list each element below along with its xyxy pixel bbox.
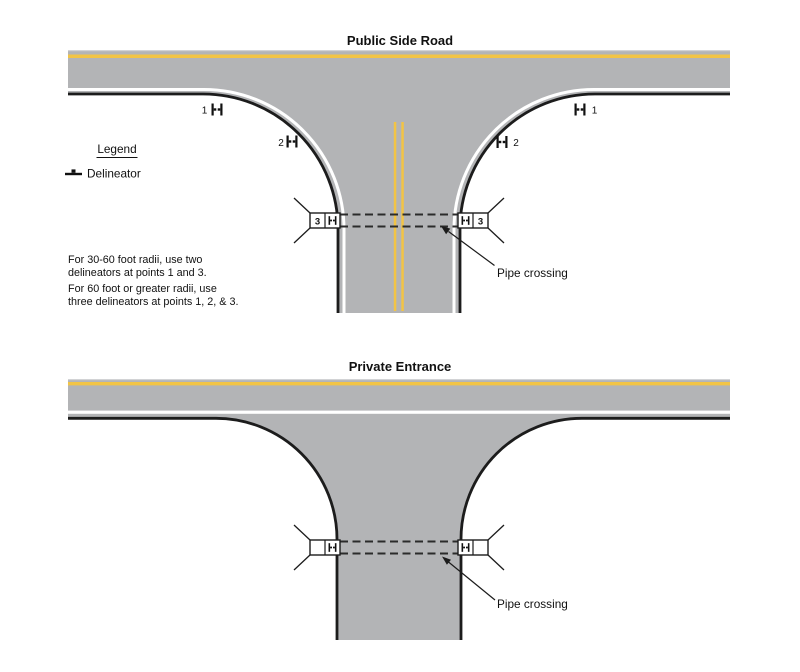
pipe-crossing-callout: Pipe crossing — [441, 226, 568, 280]
point3-marker-left: 3 — [293, 197, 341, 244]
arrowhead-icon — [441, 226, 451, 235]
pavement-edge-outline — [68, 416, 730, 640]
flared-end-lines — [487, 524, 505, 571]
legend: Legend Delineator — [65, 142, 141, 181]
pavement-edge-outline — [68, 92, 730, 313]
private-entrance-diagram: Private Entrance Pipe crossing — [68, 359, 730, 640]
callout-arrow-line — [448, 561, 496, 601]
public-side-road-title: Public Side Road — [347, 33, 453, 48]
callout-arrow-line — [448, 231, 495, 266]
double-yellow-centerline-left — [393, 122, 397, 311]
radius-notes: For 30-60 foot radii, use two delineator… — [68, 254, 238, 308]
point1-label: 1 — [592, 106, 598, 117]
pipe-crossing-label: Pipe crossing — [497, 266, 568, 280]
note1-line2: delineators at points 1 and 3. — [68, 267, 207, 279]
point3-marker-right: 3 — [457, 197, 505, 244]
point1-marker-right: 1 — [574, 103, 598, 117]
private-road-pavement — [68, 379, 730, 640]
pipe-crossing-callout: Pipe crossing — [442, 556, 568, 611]
delineator-icon — [496, 136, 508, 148]
yellow-edge-line — [68, 54, 730, 58]
private-entrance-title: Private Entrance — [349, 359, 452, 374]
delineator-marker-left — [293, 524, 341, 571]
point2-label: 2 — [513, 138, 519, 149]
point1-marker-left: 1 — [202, 103, 223, 117]
flared-end-lines — [293, 197, 311, 244]
point2-marker-left: 2 — [278, 135, 298, 149]
arrowhead-icon — [442, 556, 451, 565]
point2-label: 2 — [278, 138, 284, 149]
white-edge-line-straight — [68, 410, 730, 414]
point3-label: 3 — [478, 217, 483, 228]
legend-delineator-label: Delineator — [87, 167, 141, 181]
note1-line1: For 30-60 foot radii, use two — [68, 254, 202, 266]
note2-line1: For 60 foot or greater radii, use — [68, 283, 217, 295]
delineator-icon — [65, 169, 82, 176]
delineator-marker-right — [457, 524, 505, 571]
delineator-icon — [574, 103, 586, 116]
public-road-pavement — [68, 50, 730, 313]
yellow-edge-line — [68, 382, 730, 386]
double-yellow-centerline-right — [401, 122, 404, 311]
flared-end-lines — [487, 197, 505, 244]
pavement-top-edge — [68, 50, 730, 52]
white-edge-lines — [68, 88, 730, 313]
point2-marker-right: 2 — [496, 136, 519, 149]
legend-title: Legend — [97, 142, 136, 156]
point1-label: 1 — [202, 106, 208, 117]
point3-label: 3 — [315, 217, 320, 228]
note2-line2: three delineators at points 1, 2, & 3. — [68, 296, 238, 308]
delineator-icon — [211, 103, 223, 116]
pipe-crossing-label: Pipe crossing — [497, 597, 568, 611]
delineator-icon — [286, 135, 298, 148]
public-side-road-diagram: Public Side Road 3 3 1 — [65, 33, 730, 313]
flared-end-lines — [293, 524, 311, 571]
pavement-top-edge — [68, 379, 730, 381]
